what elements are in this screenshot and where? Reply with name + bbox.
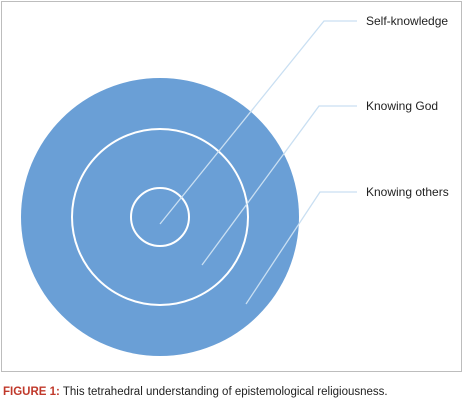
concentric-diagram: Self-knowledge Knowing God Knowing other… (21, 14, 449, 356)
label-knowing-god: Knowing God (366, 99, 438, 113)
label-self-knowledge: Self-knowledge (366, 14, 448, 28)
outer-circle-knowing-others (21, 78, 299, 356)
inner-ring-self-knowledge (130, 187, 190, 247)
middle-ring-knowing-god (71, 128, 249, 306)
leader-line-knowing-god (201, 105, 357, 266)
caption-prefix: FIGURE 1: (3, 386, 60, 398)
leader-line-self-knowledge (159, 20, 357, 225)
label-knowing-others: Knowing others (366, 185, 449, 199)
leader-line-knowing-others (245, 191, 357, 305)
caption-text: This tetrahedral understanding of episte… (59, 386, 388, 398)
figure-caption: FIGURE 1: This tetrahedral understanding… (3, 386, 463, 398)
figure-frame: Self-knowledge Knowing God Knowing other… (1, 1, 462, 372)
